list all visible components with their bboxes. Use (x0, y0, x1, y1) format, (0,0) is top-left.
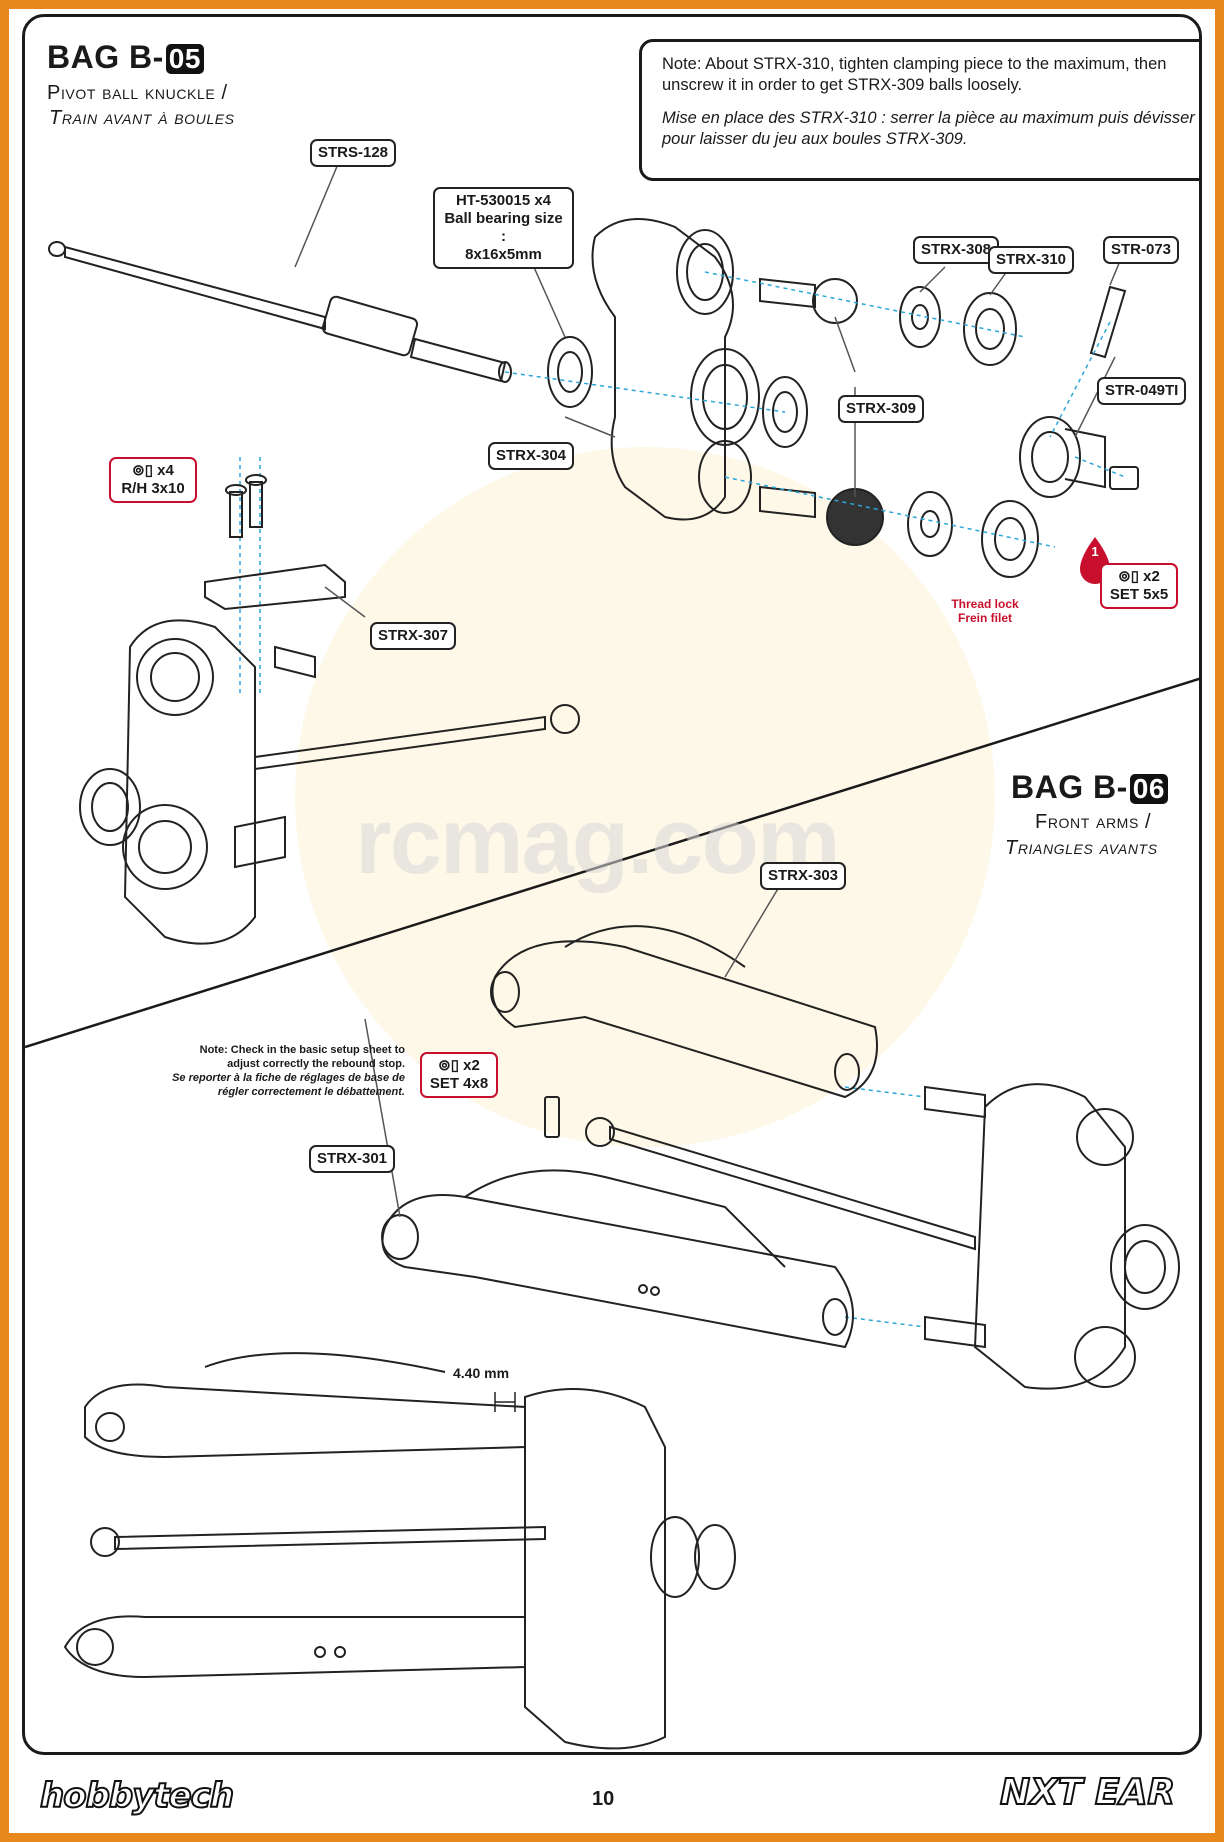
washer-icon: ⊚▯ (132, 462, 153, 479)
label-rh-size: R/H 3x10 (121, 480, 185, 497)
label-strs128: STRS-128 (310, 139, 397, 167)
bag-06-subtitle-fr: Triangles avants (1005, 837, 1158, 859)
label-set-4x8-size: SET 4x8 (429, 1075, 489, 1092)
rebound-note-en: Note: Check in the basic setup sheet to … (199, 1044, 405, 1070)
label-set-5x5-qty: x2 (1143, 568, 1160, 585)
threadlock-step-number: 1 (1091, 544, 1099, 559)
driveshaft-strs128 (48, 241, 512, 383)
nut-str049ti (1019, 416, 1106, 498)
set-screw-5x5 (1109, 466, 1139, 490)
bag-05-subtitle: Pivot ball knuckle / (47, 82, 228, 104)
label-strx304: STRX-304 (488, 442, 575, 470)
label-strx303: STRX-303 (760, 862, 847, 890)
arm-strx303 (490, 925, 878, 1099)
rebound-note: Note: Check in the basic setup sheet to … (165, 1043, 405, 1099)
bearing-ht530015 (547, 336, 808, 448)
label-strx308: STRX-308 (913, 236, 1000, 264)
label-strx310: STRX-310 (988, 246, 1075, 274)
clamping-note: Note: About STRX-310, tighten clamping p… (639, 39, 1199, 181)
label-ht530015: HT-530015 x4 Ball bearing size : 8x16x5m… (433, 187, 574, 269)
label-str049ti: STR-049TI (1097, 377, 1187, 405)
bag-05-title: BAG B-05 (47, 39, 204, 76)
bag-05-prefix: BAG B- (47, 39, 164, 75)
nxt-ear-logo: NXT EAR (999, 1771, 1176, 1814)
label-set-4x8-qty: x2 (463, 1057, 480, 1074)
assembled-knuckle (79, 619, 580, 945)
bag-06-number: 06 (1129, 774, 1168, 804)
label-strx301: STRX-301 (309, 1145, 396, 1173)
hobbytech-logo: hobbytech (39, 1775, 235, 1817)
instruction-frame: rcmag.com BAG B-05 Pivot ball knuckle / … (22, 14, 1202, 1755)
label-rh-qty: x4 (157, 462, 174, 479)
bag-06-title: BAG B-06 (1011, 769, 1168, 806)
bag-05-subtitle-fr: Train avant à boules (49, 107, 235, 129)
threadlock-label-fr: Frein filet (957, 611, 1012, 625)
clamping-note-en: Note: About STRX-310, tighten clamping p… (662, 55, 1167, 94)
watermark: rcmag.com (355, 788, 841, 893)
pin-str073 (1089, 285, 1127, 359)
label-strx309: STRX-309 (838, 395, 925, 423)
upright-strx304 (591, 218, 760, 521)
rebound-note-fr: Se reporter à la fiche de réglages de ba… (172, 1072, 405, 1098)
label-set-5x5-size: SET 5x5 (1109, 586, 1169, 603)
bracket-strx307 (204, 563, 346, 611)
washer-strx308 (899, 286, 953, 557)
set-screw-4x8 (544, 1096, 560, 1138)
page-number: 10 (592, 1788, 615, 1810)
measurement-label: 4.40 mm (453, 1365, 510, 1381)
threadlock-label: Thread lock Frein filet (945, 597, 1025, 625)
clamp-strx310 (963, 292, 1039, 578)
set-screw-icon: ⊚▯ (438, 1057, 459, 1074)
clamping-note-fr: Mise en place des STRX-310 : serrer la p… (662, 109, 1195, 148)
label-rh-3x10: ⊚▯ x4 R/H 3x10 (109, 457, 197, 503)
label-str073: STR-073 (1103, 236, 1180, 264)
bag-05-number: 05 (165, 44, 204, 74)
label-set-5x5: ⊚▯ x2 SET 5x5 (1100, 563, 1178, 609)
label-ht530015-qty: HT-530015 x4 (455, 192, 552, 209)
label-set-4x8: ⊚▯ x2 SET 4x8 (420, 1052, 498, 1098)
bag-06-prefix: BAG B- (1011, 769, 1128, 805)
measurement-marker (494, 1392, 516, 1412)
threadlock-label-en: Thread lock (951, 597, 1019, 611)
label-ht530015-size: 8x16x5mm (465, 246, 542, 263)
arm-strx301 (381, 1169, 854, 1349)
label-strx307: STRX-307 (370, 622, 457, 650)
assembled-front-arm-view (63, 1352, 736, 1750)
screws-rh3x10 (225, 474, 267, 538)
bag-06-subtitle: Front arms / (1035, 811, 1152, 833)
set-screw-icon: ⊚▯ (1118, 568, 1139, 585)
label-ht530015-desc: Ball bearing size : (444, 210, 563, 245)
knuckle-assembly-b06 (585, 1083, 1180, 1390)
